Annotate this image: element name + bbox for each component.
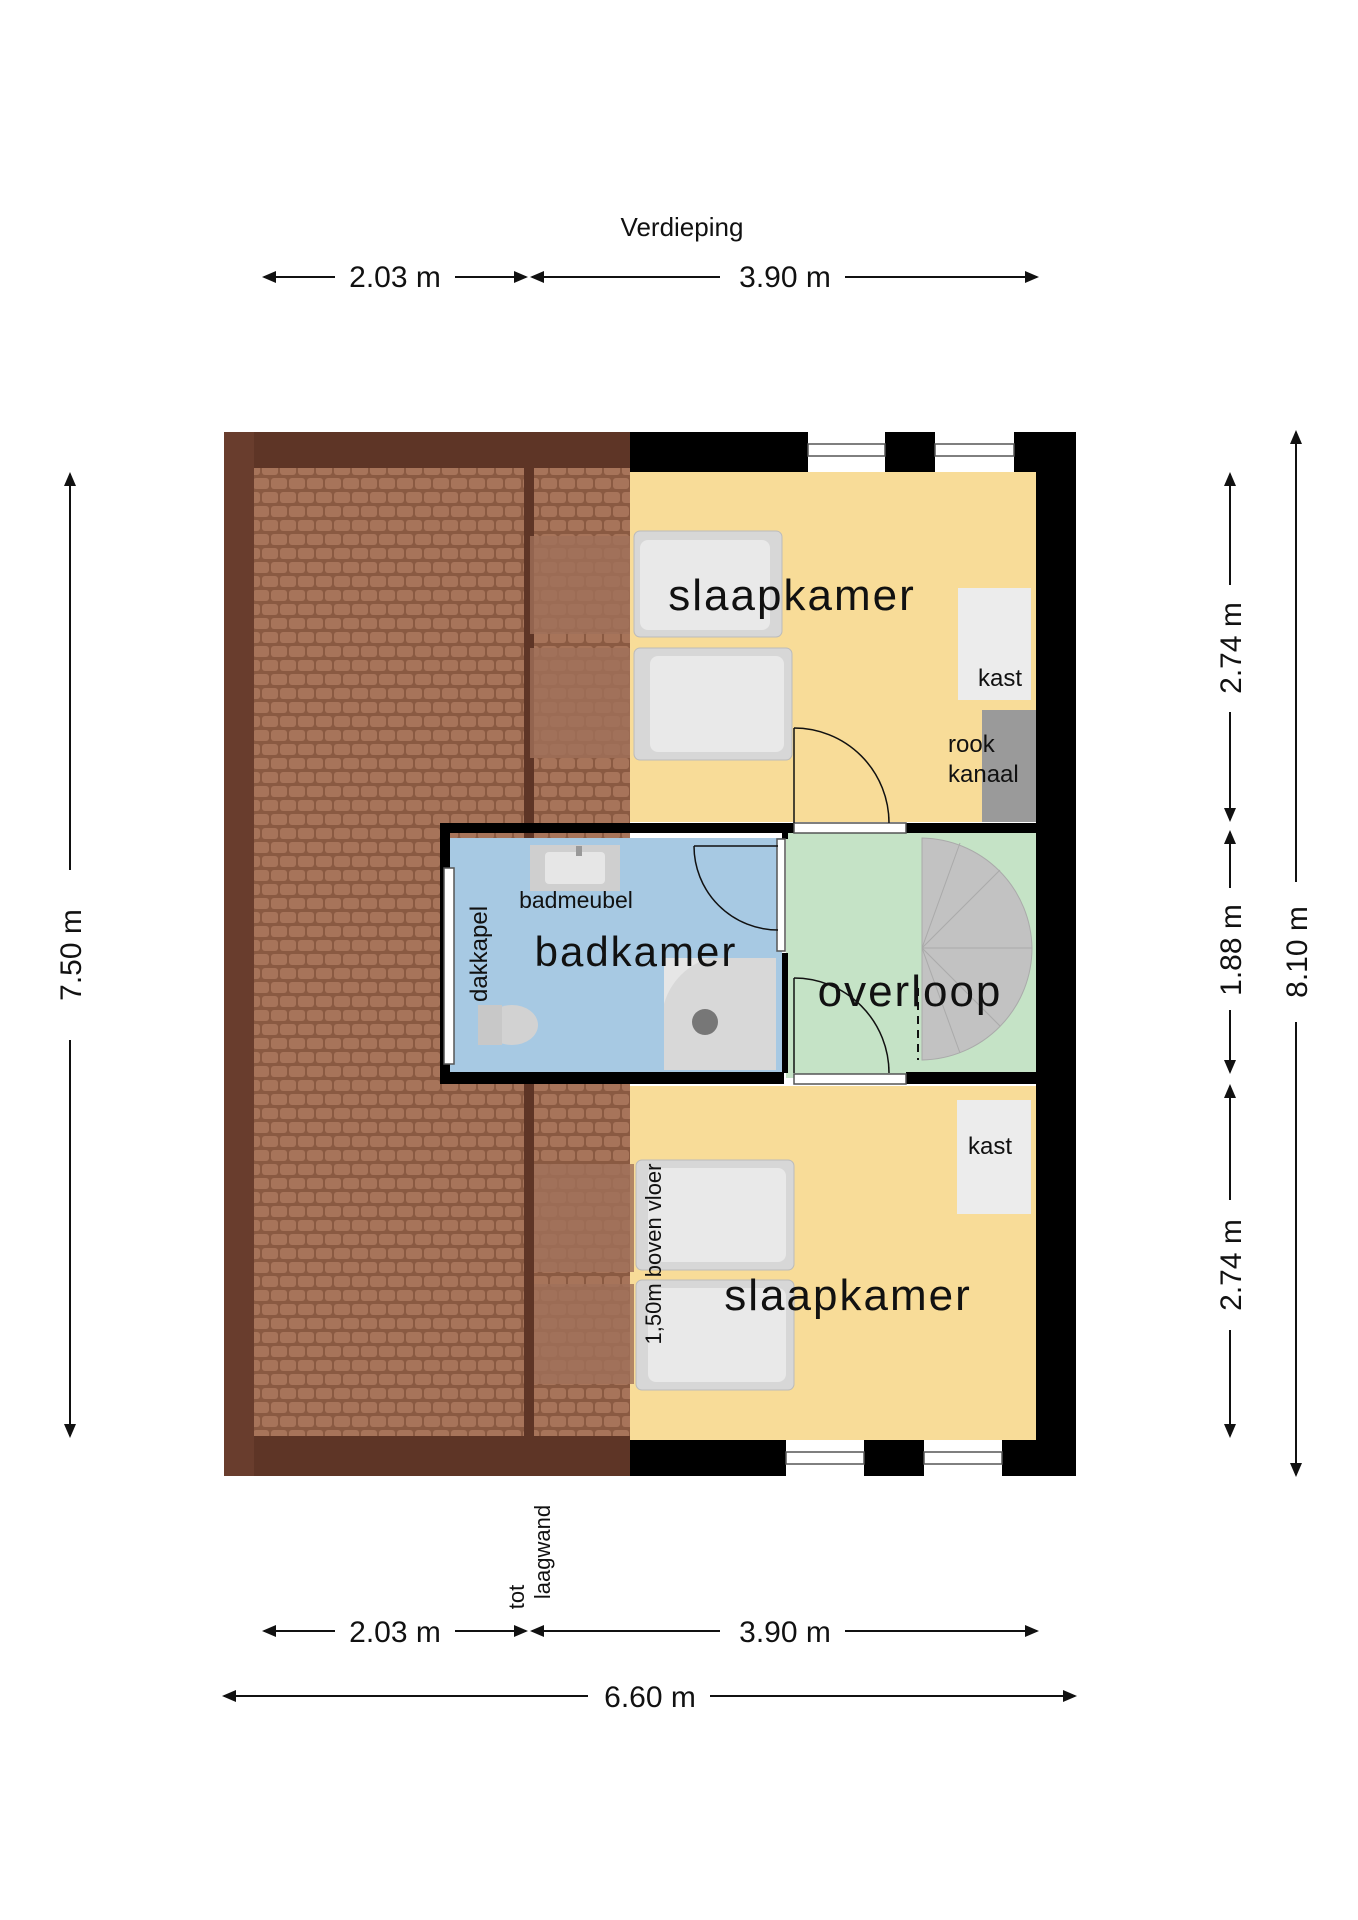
note-laagwand: laagwand — [530, 1505, 555, 1599]
dim-left-total: 7.50 m — [55, 909, 88, 1001]
right-dimensions — [1224, 430, 1302, 1477]
label-dakkapel: dakkapel — [466, 906, 493, 1002]
dim-top-left: 2.03 m — [349, 261, 441, 294]
dim-bottom-right: 3.90 m — [739, 1616, 831, 1649]
dim-right-middle: 1.88 m — [1215, 904, 1248, 996]
floor-title: Verdieping — [621, 212, 744, 242]
beds-top — [530, 530, 793, 761]
door-openings — [793, 822, 907, 1085]
walls — [440, 432, 1076, 1476]
label-kanaal: kanaal — [948, 761, 1019, 788]
rook-kanaal — [982, 710, 1036, 822]
dim-bottom-total: 6.60 m — [604, 1681, 696, 1714]
note-boven-vloer: 1,50m boven vloer — [641, 1164, 666, 1345]
bathroom-fixtures — [478, 845, 776, 1070]
bottom-dimensions — [222, 1625, 1077, 1702]
beds-bottom — [534, 1159, 795, 1391]
kast-top — [958, 588, 1031, 700]
dim-top-right: 3.90 m — [739, 261, 831, 294]
note-tot: tot — [504, 1585, 529, 1609]
spiral-stair — [917, 837, 1033, 1061]
dim-right-upper: 2.74 m — [1215, 602, 1248, 694]
label-kast-bottom: kast — [968, 1133, 1012, 1160]
top-dimension — [262, 271, 1039, 283]
windows — [443, 443, 1015, 1465]
room-label-landing: overloop — [818, 967, 1003, 1016]
kast-bottom — [957, 1100, 1031, 1214]
left-dimension — [64, 472, 76, 1438]
door-swings — [693, 727, 890, 1074]
room-label-bedroom-bottom: slaapkamer — [724, 1271, 971, 1320]
label-kast-top: kast — [978, 665, 1022, 692]
room-label-bedroom-top: slaapkamer — [668, 571, 915, 620]
label-badmeubel: badmeubel — [519, 887, 633, 913]
dim-right-lower: 2.74 m — [1215, 1219, 1248, 1311]
dim-bottom-left: 2.03 m — [349, 1616, 441, 1649]
room-label-bathroom: badkamer — [535, 928, 738, 975]
label-rook: rook — [948, 731, 996, 758]
dim-right-total: 8.10 m — [1281, 906, 1314, 998]
